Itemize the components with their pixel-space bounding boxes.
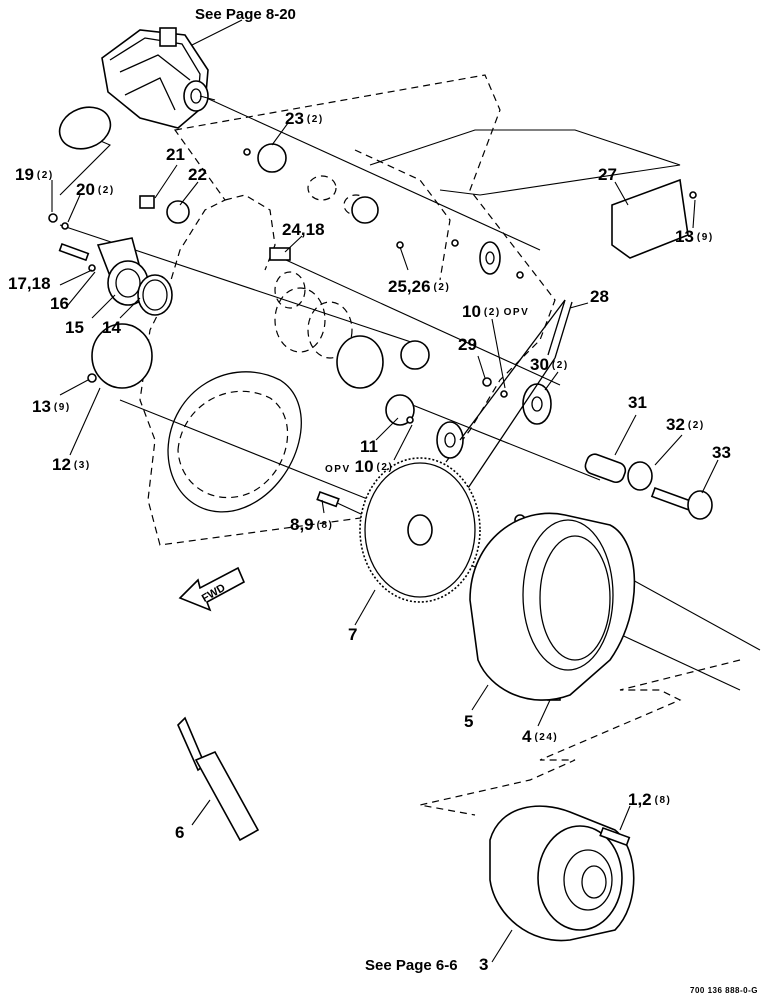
label-28: 28 (590, 287, 609, 306)
label-22: 22 (188, 165, 207, 184)
label-31: 31 (628, 393, 647, 412)
leader-lines (51, 19, 719, 963)
fwd-arrow-icon: FWD (178, 566, 246, 612)
label-5: 5 (464, 712, 473, 731)
label-14: 14 (102, 318, 121, 337)
hydraulic-motor (101, 27, 216, 129)
label-4: 4(24) (522, 727, 558, 746)
housing-plate (139, 74, 556, 546)
drawing-code: 700 136 888-0-G (690, 986, 758, 995)
label-3: 3 (479, 955, 488, 974)
label-1-2: 1,2(8) (628, 790, 671, 809)
label-6: 6 (175, 823, 184, 842)
label-15: 15 (65, 318, 84, 337)
reference-path (419, 659, 741, 816)
cover-plates (58, 106, 689, 426)
label-19: 19(2) (15, 165, 54, 184)
shaft-parts (584, 453, 713, 520)
large-sprocket (359, 457, 481, 603)
label-13-right: 13(9) (675, 227, 714, 246)
label-27: 27 (598, 165, 617, 184)
label-24-18: 24,18 (282, 220, 325, 239)
label-see-page-6-6: See Page 6-6 (365, 957, 458, 974)
callout-labels: See Page 8-20 See Page 6-6 700 136 888-0… (8, 6, 758, 995)
label-20: 20(2) (76, 180, 115, 199)
label-25-26: 25,26(2) (388, 277, 450, 296)
label-11: 11 (360, 437, 378, 456)
gearbox (489, 805, 635, 942)
label-33: 33 (712, 443, 731, 462)
bearing-stack (96, 237, 173, 316)
tool (177, 716, 260, 842)
label-29: 29 (458, 335, 477, 354)
label-30: 30(2) (530, 355, 569, 374)
label-10-top: 10(2)OPV (462, 302, 529, 321)
label-13-left: 13(9) (32, 397, 71, 416)
label-23: 23(2) (285, 109, 324, 128)
label-8-9: 8,9(8) (290, 515, 333, 534)
drive-hub (469, 512, 636, 701)
label-16: 16 (50, 294, 69, 313)
label-32: 32(2) (666, 415, 705, 434)
label-21: 21 (166, 145, 185, 164)
label-12: 12(3) (52, 455, 91, 474)
label-see-page-8-20: See Page 8-20 (195, 6, 296, 23)
label-17-18: 17,18 (8, 274, 51, 293)
label-7: 7 (348, 625, 357, 644)
